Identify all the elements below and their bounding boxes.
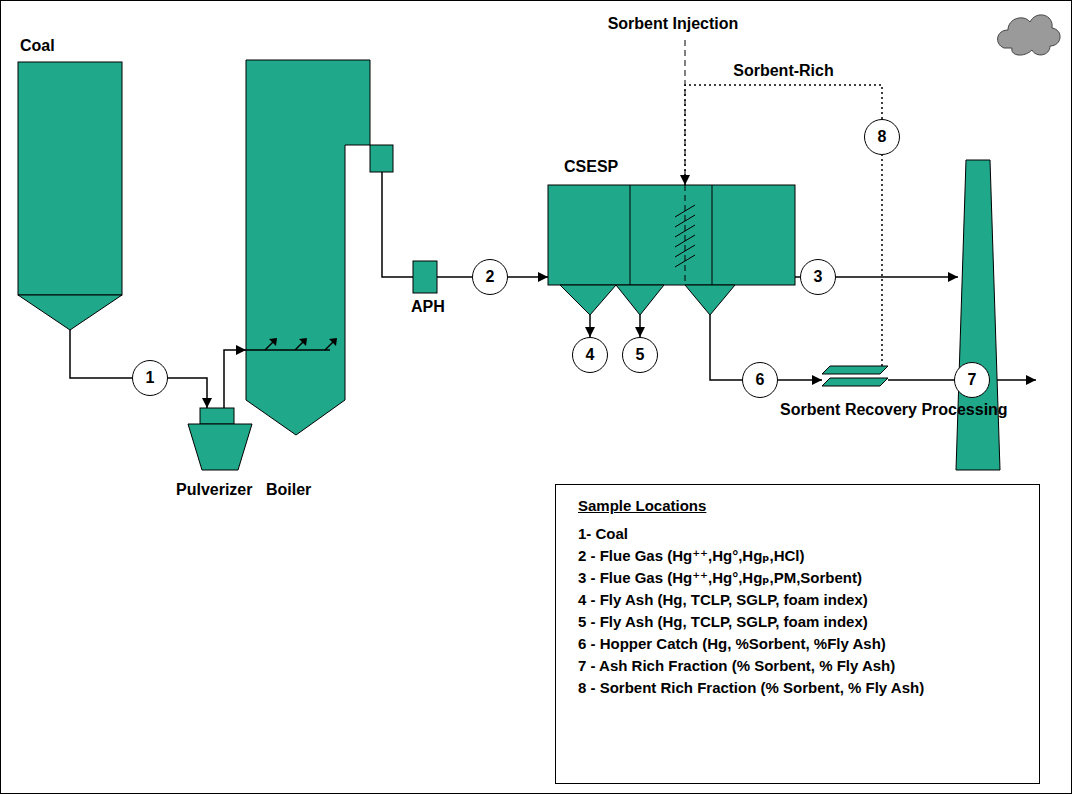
flow-connector bbox=[508, 276, 548, 278]
legend-entry: 4 - Fly Ash (Hg, TCLP, SGLP, foam index) bbox=[578, 589, 1017, 611]
callout-number: 7 bbox=[954, 362, 990, 398]
stack-flow-line bbox=[836, 276, 958, 278]
legend-entry: 6 - Hopper Catch (Hg, %Sorbent, %Fly Ash… bbox=[578, 633, 1017, 655]
flow-connector bbox=[639, 315, 641, 337]
callout-number: 2 bbox=[486, 267, 495, 287]
recycle-connector bbox=[881, 155, 883, 366]
flow-connector bbox=[778, 379, 822, 381]
esp-unit-outline bbox=[548, 185, 795, 315]
recycle-connector bbox=[685, 85, 882, 185]
coal-silo-outline bbox=[18, 62, 122, 330]
callout-number: 6 bbox=[742, 362, 778, 398]
injection-line bbox=[685, 40, 686, 185]
callout-number: 2 bbox=[472, 259, 508, 295]
flow-connector bbox=[168, 378, 207, 408]
legend-entry: 1- Coal bbox=[578, 523, 1017, 545]
flow-connector bbox=[437, 276, 472, 278]
callout-number: 1 bbox=[146, 368, 155, 388]
node-label: Coal bbox=[20, 36, 124, 56]
legend-entry: 8 - Sorbent Rich Fraction (% Sorbent, % … bbox=[578, 677, 1017, 699]
node-label: Pulverizer bbox=[176, 480, 240, 500]
node-label: Boiler bbox=[266, 480, 416, 500]
air-preheater-outline bbox=[413, 261, 437, 293]
node-label: APH bbox=[411, 297, 435, 317]
boiler-outline bbox=[246, 60, 396, 435]
smoke-cloud bbox=[998, 15, 1060, 55]
flow-connector bbox=[224, 350, 246, 408]
legend-heading: Sample Locations bbox=[578, 495, 1017, 517]
esp-unit: CSESP bbox=[548, 185, 795, 315]
node-label: CSESP bbox=[564, 157, 811, 177]
air-preheater: APH bbox=[413, 261, 437, 293]
pulverizer-outline bbox=[188, 408, 252, 472]
callout-number: 6 bbox=[756, 370, 765, 390]
callout-number: 4 bbox=[586, 345, 595, 365]
boiler: Boiler bbox=[246, 60, 396, 435]
callout-number: 1 bbox=[132, 360, 168, 396]
legend-entry: 5 - Fly Ash (Hg, TCLP, SGLP, foam index) bbox=[578, 611, 1017, 633]
node-label: Sorbent Recovery Processing bbox=[780, 400, 846, 420]
callout-number: 7 bbox=[968, 370, 977, 390]
flow-connector bbox=[888, 379, 954, 381]
stack bbox=[956, 160, 1000, 470]
pulverizer: Pulverizer bbox=[188, 408, 252, 472]
callout-number: 3 bbox=[814, 267, 823, 287]
callout-number: 8 bbox=[864, 119, 900, 155]
callout-number: 4 bbox=[572, 337, 608, 373]
sorbent-recovery-outline bbox=[822, 366, 888, 390]
callout-number: 8 bbox=[878, 127, 887, 147]
callout-number: 5 bbox=[636, 345, 645, 365]
flow-connector bbox=[589, 315, 591, 337]
sorbent-recovery: Sorbent Recovery Processing bbox=[822, 366, 888, 390]
flow-connector bbox=[70, 330, 132, 378]
sample-legend-box: Sample Locations 1- Coal2 - Flue Gas (Hg⁺… bbox=[555, 484, 1040, 784]
callout-number: 3 bbox=[800, 259, 836, 295]
flow-connector bbox=[710, 315, 742, 380]
callout-number: 5 bbox=[622, 337, 658, 373]
legend-entry: 3 - Flue Gas (Hg⁺⁺,Hg°,Hgₚ,PM,Sorbent) bbox=[578, 567, 1017, 589]
legend-entry: 7 - Ash Rich Fraction (% Sorbent, % Fly … bbox=[578, 655, 1017, 677]
flow-connector bbox=[382, 172, 413, 277]
edge-label: Sorbent-Rich bbox=[731, 61, 835, 81]
free-label: Sorbent Injection bbox=[606, 14, 741, 34]
coal-silo: Coal bbox=[18, 62, 122, 330]
legend-entry: 2 - Flue Gas (Hg⁺⁺,Hg°,Hgₚ,HCl) bbox=[578, 545, 1017, 567]
